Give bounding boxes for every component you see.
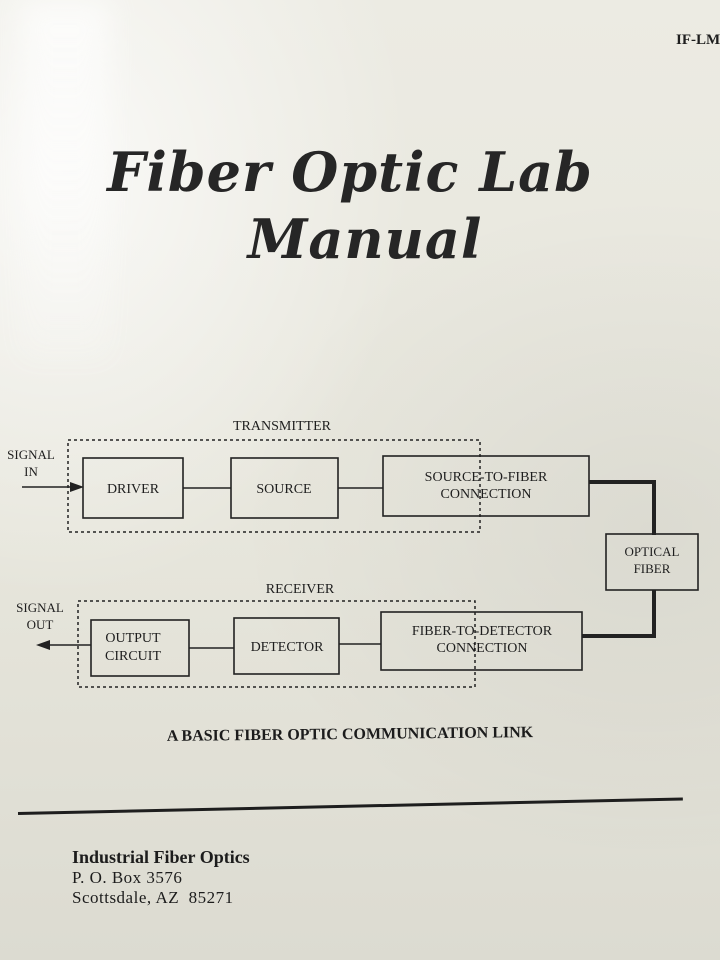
- title-line-1: Fiber Optic Lab: [107, 140, 593, 204]
- output-circuit-label-1: OUTPUT: [105, 631, 161, 646]
- divider-rule: [17, 797, 683, 815]
- receiver-label: RECEIVER: [266, 582, 335, 597]
- optical-fiber-label-1: OPTICAL: [625, 544, 680, 559]
- plastic-glare: [20, 0, 110, 360]
- transmitter-label: TRANSMITTER: [233, 419, 332, 434]
- title-line-2: Manual: [247, 207, 483, 271]
- detector-label: DETECTOR: [251, 640, 325, 655]
- publisher-address-line-2: Scottsdale, AZ 85271: [72, 888, 234, 907]
- diagram-caption: A BASIC FIBER OPTIC COMMUNICATION LINK: [166, 724, 534, 745]
- publisher-address-line-1: P. O. Box 3576: [72, 868, 183, 887]
- fiber-to-detector-block: [380, 611, 583, 671]
- source-to-fiber-label-1: SOURCE-TO-FIBER: [425, 470, 548, 485]
- publisher-block: Industrial Fiber Optics P. O. Box 3576 S…: [72, 846, 250, 908]
- source-to-fiber-block: [382, 455, 590, 517]
- fiber-line-out: [589, 480, 656, 535]
- signal-out-label-2: OUT: [27, 617, 54, 632]
- signal-in-label-1: SIGNAL: [7, 447, 55, 462]
- optical-fiber-block: [605, 533, 699, 591]
- source-label: SOURCE: [256, 482, 311, 497]
- receiver-boundary: [77, 600, 476, 688]
- signal-out-label-1: SIGNAL: [16, 600, 64, 615]
- source-to-fiber-label-2: CONNECTION: [441, 487, 532, 502]
- signal-in-label-2: IN: [24, 464, 38, 479]
- fiber-to-detector-label-1: FIBER-TO-DETECTOR: [412, 624, 553, 639]
- fiber-line-in: [582, 590, 656, 638]
- detector-block: [233, 617, 340, 675]
- output-circuit-block: [90, 619, 190, 677]
- output-circuit-label-2: CIRCUIT: [105, 649, 161, 664]
- optical-fiber-label-2: FIBER: [634, 561, 671, 576]
- fiber-to-detector-label-2: CONNECTION: [437, 641, 528, 656]
- fiber-link-diagram: TRANSMITTER SIGNAL IN DRIVER SOURCE SOUR…: [7, 419, 699, 688]
- driver-label: DRIVER: [107, 482, 160, 497]
- document-code: IF-LM: [676, 32, 720, 48]
- publisher-name: Industrial Fiber Optics: [72, 847, 250, 867]
- signal-out-arrowhead: [36, 640, 50, 650]
- signal-in-arrowhead: [70, 482, 84, 492]
- transmitter-boundary: [67, 439, 481, 533]
